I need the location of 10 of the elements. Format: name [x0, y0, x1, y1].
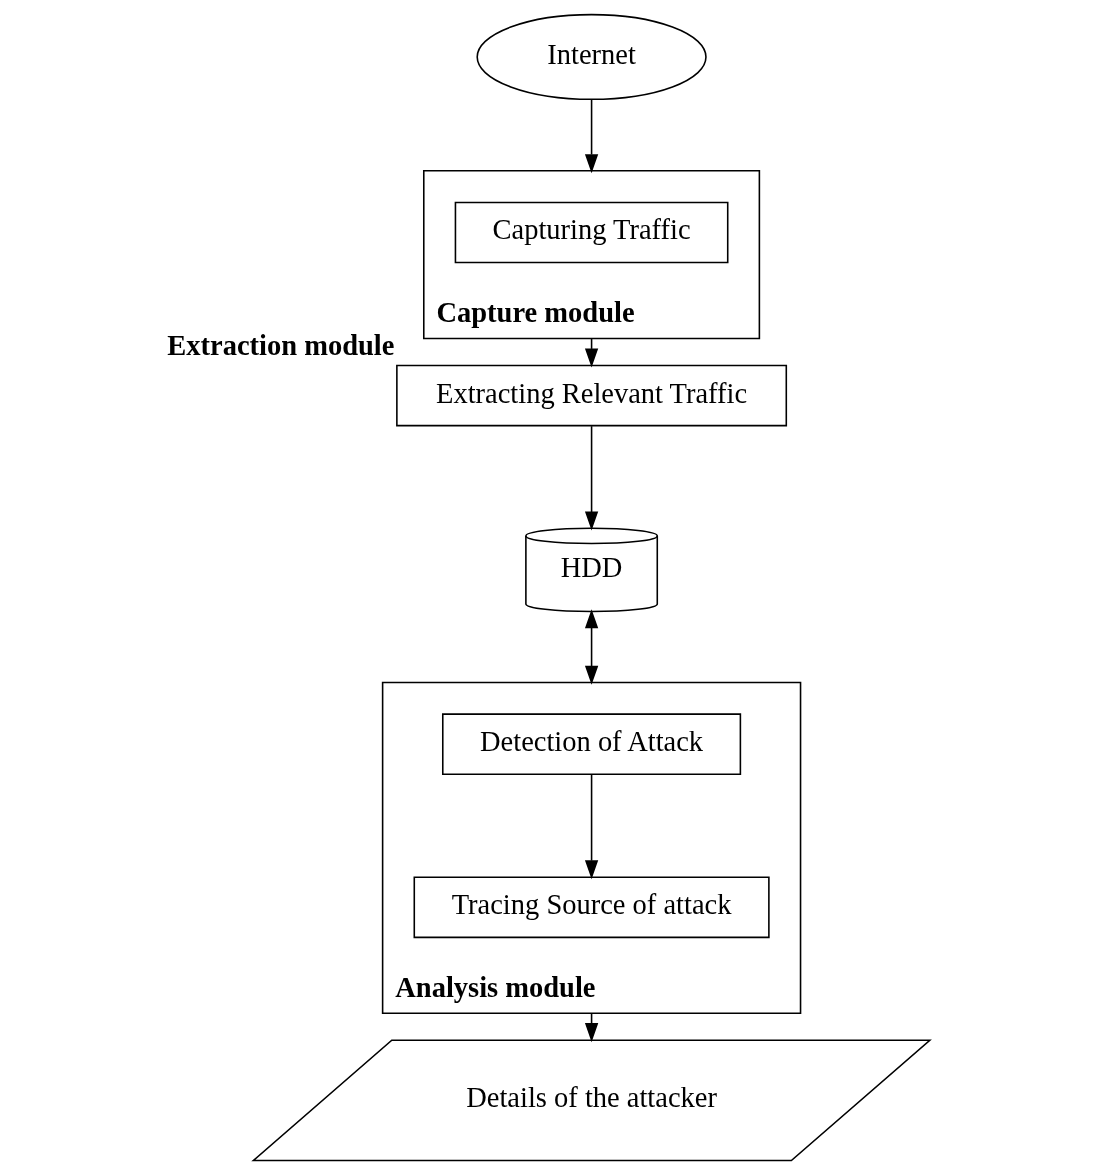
node-ellipse: Internet — [475, 13, 707, 101]
node-label: Extraction module — [166, 330, 394, 362]
arrow — [584, 609, 598, 685]
arrow — [584, 773, 598, 880]
node-box: Extracting Relevant Traffic — [395, 364, 787, 427]
arrow — [584, 99, 598, 174]
node-box: Detection of Attack — [441, 713, 741, 776]
node-box: Tracing Source of attack — [413, 876, 770, 939]
arrow — [584, 425, 598, 531]
node-box: Capturing Traffic — [454, 201, 728, 264]
